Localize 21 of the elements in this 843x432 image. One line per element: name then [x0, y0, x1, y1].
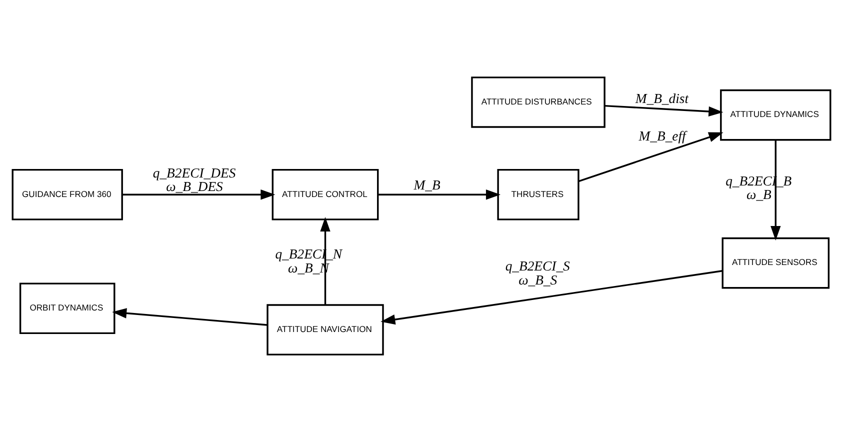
edge-label: q_B2ECI_S ω_B_S: [505, 258, 570, 288]
node-box: ATTITUDE CONTROL: [272, 168, 379, 220]
node-box: ATTITUDE NAVIGATION: [266, 304, 384, 356]
arrow: [320, 217, 330, 305]
arrow: [380, 270, 722, 325]
arrow: [604, 104, 724, 117]
arrow: [122, 190, 276, 200]
node-box: ATTITUDE DISTURBANCES: [471, 76, 606, 128]
node-box: THRUSTERS: [497, 168, 580, 220]
node-box: ORBIT DYNAMICS: [19, 282, 116, 334]
arrow: [578, 132, 724, 182]
arrow: [378, 190, 501, 200]
edge-label: M_B_eff: [638, 128, 686, 144]
node-box: ATTITUDE SENSORS: [722, 237, 830, 289]
edge-label: M_B: [414, 177, 440, 192]
node-box: GUIDANCE FROM 360: [12, 168, 123, 220]
edge-label: M_B_dist: [635, 90, 689, 106]
arrow: [770, 140, 781, 241]
node-box: ATTITUDE DYNAMICS: [720, 89, 832, 141]
arrow: [112, 308, 268, 326]
edge-label: q_B2ECI_DES ω_B_DES: [152, 165, 236, 194]
